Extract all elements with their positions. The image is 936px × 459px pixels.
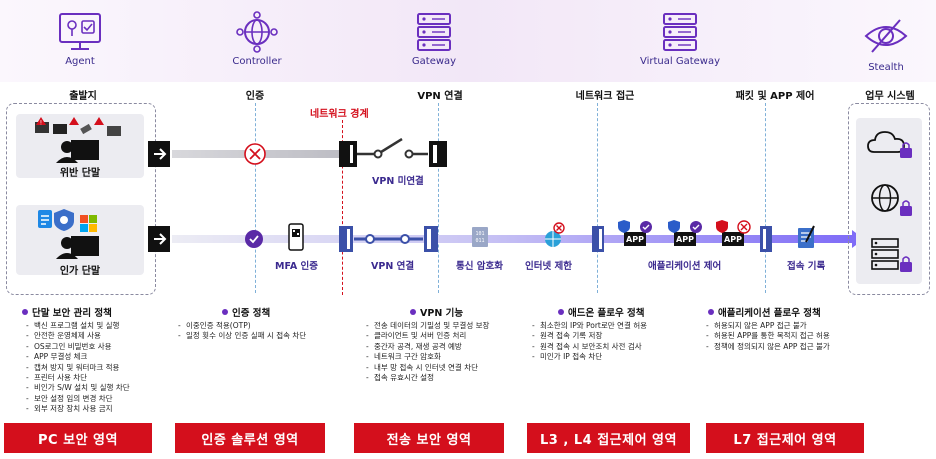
- app-status-icons: [618, 220, 751, 234]
- stage-title-system: 업무 시스템: [865, 91, 915, 102]
- app-control-label: 애플리케이션 제어: [648, 261, 722, 272]
- footer-pc-security: PC 보안 영역: [4, 423, 152, 453]
- svg-text:!: !: [40, 120, 42, 127]
- guide-line-auth: [255, 103, 256, 293]
- bullet-dot-icon: [558, 309, 564, 315]
- section-list-app-flow: 허용되지 않은 APP 접근 불가 허용된 APP를 통한 목적지 접근 허용 …: [706, 321, 830, 353]
- guide-line-packet: [765, 103, 766, 293]
- access-log-label: 접속 기록: [787, 261, 826, 272]
- component-label-virtual-gateway: Virtual Gateway: [639, 56, 721, 67]
- guide-line-network: [597, 103, 598, 293]
- list-item: 최소한의 IP와 Port로만 연결 허용: [532, 321, 647, 332]
- footer-l7-access: L7 접근제어 영역: [706, 423, 864, 453]
- guide-line-vpn: [438, 103, 439, 293]
- cloud-system-icon: [867, 131, 912, 158]
- virtual-gateway-server-icon: [663, 13, 697, 51]
- list-item: APP 무결성 체크: [26, 352, 130, 363]
- bullet-dot-icon: [22, 309, 28, 315]
- section-title-terminal: 단말 보안 관리 정책: [22, 305, 112, 319]
- agent-monitor-icon: [59, 13, 101, 50]
- list-item: 백신 프로그램 설치 및 실행: [26, 321, 130, 332]
- controller-globe-icon: [236, 11, 278, 53]
- list-item: 비인가 S/W 설치 및 실행 차단: [26, 383, 130, 394]
- stealth-eye-slash-icon: [864, 19, 908, 53]
- list-item: 원격 접속 기록 저장: [532, 331, 647, 342]
- list-item: 미인가 IP 접속 차단: [532, 352, 647, 363]
- violation-user-icon: [56, 140, 99, 163]
- svg-text:011: 011: [475, 238, 484, 244]
- network-boundary-line: [342, 120, 343, 295]
- section-title-addon-flow: 애드온 플로우 정책: [558, 305, 645, 319]
- section-list-terminal: 백신 프로그램 설치 및 실행 안전한 운영체제 사용 OS로그인 비밀번호 사…: [26, 321, 130, 415]
- component-label-stealth: Stealth: [868, 62, 904, 73]
- section-title-auth: 인증 정책: [222, 305, 270, 319]
- list-item: 접속 유효시간 설정: [366, 373, 489, 384]
- list-item: 허용되지 않은 APP 접근 불가: [706, 321, 830, 332]
- footer-transport-security: 전송 보안 영역: [354, 423, 504, 453]
- stage-title-packet: 패킷 및 APP 제어: [735, 91, 815, 102]
- approved-user-icon: [56, 236, 99, 259]
- list-item: 보안 설정 임의 변경 차단: [26, 394, 130, 405]
- bullet-dot-icon: [410, 309, 416, 315]
- bullet-dot-icon: [708, 309, 714, 315]
- component-label-agent: Agent: [65, 56, 95, 67]
- web-system-icon: [871, 184, 912, 216]
- list-item: 클라이언트 및 서버 인증 처리: [366, 331, 489, 342]
- approved-terminal-label: 인가 단말: [59, 266, 101, 277]
- component-label-controller: Controller: [232, 56, 282, 67]
- list-item: 정책에 정의되지 않은 APP 접근 불가: [706, 342, 830, 353]
- bullet-dot-icon: [222, 309, 228, 315]
- section-list-vpn: 전송 데이터의 기밀성 및 무결성 보장 클라이언트 및 서버 인증 처리 중간…: [366, 321, 489, 384]
- svg-text:101: 101: [475, 231, 484, 237]
- component-band: [0, 0, 936, 82]
- list-item: 이중인증 적용(OTP): [178, 321, 306, 332]
- stage-title-vpn: VPN 연결: [417, 91, 463, 102]
- business-system-panel: [856, 118, 922, 284]
- app-badge-3: APP: [722, 232, 744, 246]
- vpn-not-connected-label: VPN 미연결: [372, 176, 424, 187]
- list-item: 전송 데이터의 기밀성 및 무결성 보장: [366, 321, 489, 332]
- app-badge-2: APP: [674, 232, 696, 246]
- list-item: 프린터 사용 차단: [26, 373, 130, 384]
- server-system-icon: [871, 238, 912, 272]
- list-item: 네트워크 구간 암호화: [366, 352, 489, 363]
- gateway-server-icon: [417, 13, 451, 51]
- list-item: 외부 저장 장치 사용 금지: [26, 404, 130, 415]
- list-item: 내부 망 접속 시 인터넷 연결 차단: [366, 363, 489, 374]
- internet-block-label: 인터넷 제한: [525, 261, 573, 272]
- component-label-gateway: Gateway: [411, 56, 457, 67]
- business-system-zone: [848, 103, 930, 295]
- list-item: OS로그인 비밀번호 사용: [26, 342, 130, 353]
- origin-zone: [6, 103, 156, 295]
- list-item: 안전한 운영체제 사용: [26, 331, 130, 342]
- app-badge-1: APP: [624, 232, 646, 246]
- violation-terminal-label: 위반 단말: [59, 168, 101, 179]
- list-item: 허용된 APP를 통한 목적지 접근 허용: [706, 331, 830, 342]
- violation-flow: [148, 138, 447, 167]
- stage-title-auth: 인증: [245, 91, 265, 102]
- approved-flow: 101 011: [148, 222, 864, 252]
- network-boundary-label: 네트워크 경계: [310, 109, 369, 120]
- section-list-addon-flow: 최소한의 IP와 Port로만 연결 허용 원격 접속 기록 저장 원격 접속 …: [532, 321, 647, 363]
- stage-title-network: 네트워크 접근: [575, 91, 635, 102]
- vpn-connect-label: VPN 연결: [371, 261, 415, 272]
- mfa-label: MFA 인증: [275, 261, 318, 272]
- footer-l3-l4-access: L3 , L4 접근제어 영역: [527, 423, 690, 453]
- approved-software-icons: [38, 209, 97, 232]
- stage-title-origin: 출발지: [69, 91, 97, 102]
- list-item: 캡쳐 방지 및 워터마크 적용: [26, 363, 130, 374]
- list-item: 중간자 공격, 재생 공격 예방: [366, 342, 489, 353]
- footer-auth-solution: 인증 솔루션 영역: [175, 423, 325, 453]
- encryption-label: 통신 암호화: [456, 261, 504, 272]
- list-item: 원격 접속 시 보안조치 사전 검사: [532, 342, 647, 353]
- section-list-auth: 이중인증 적용(OTP) 일정 횟수 이상 인증 실패 시 접속 차단: [178, 321, 306, 342]
- list-item: 일정 횟수 이상 인증 실패 시 접속 차단: [178, 331, 306, 342]
- section-title-vpn: VPN 기능: [410, 305, 463, 319]
- violation-device-icons: !: [35, 117, 121, 136]
- section-title-app-flow: 애플리케이션 플로우 정책: [708, 305, 821, 319]
